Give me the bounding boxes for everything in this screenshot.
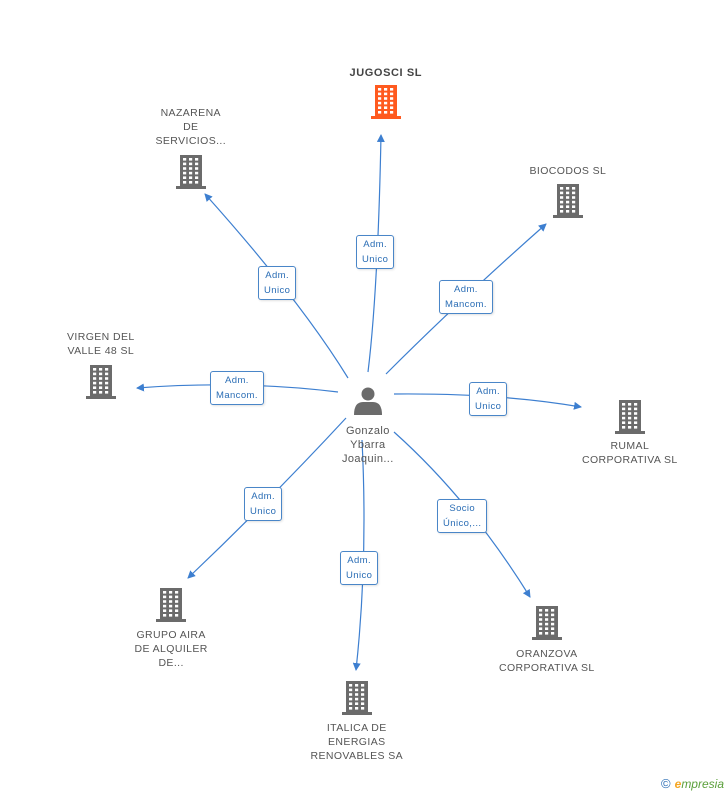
- edges-layer: [136, 134, 582, 671]
- edge-label-line: Unico: [346, 570, 373, 581]
- node-label-line: Ybarra: [350, 439, 386, 451]
- edge-label-line: Adm.: [347, 555, 372, 566]
- edge-label-line: Adm.: [363, 239, 388, 250]
- building-icon-rumal[interactable]: [615, 400, 645, 434]
- company-label-nazarena[interactable]: NAZARENA DE SERVICIOS...: [156, 106, 227, 148]
- footer-brand[interactable]: ©empresia: [661, 776, 724, 791]
- building-icon-biocodos[interactable]: [553, 184, 583, 218]
- edge-label-line: Mancom.: [445, 299, 487, 310]
- edge-label-line: Adm.: [454, 284, 478, 295]
- node-label-line: DE ALQUILER: [134, 643, 208, 655]
- person-icon[interactable]: [354, 387, 382, 416]
- company-label-italica[interactable]: ITALICA DE ENERGIAS RENOVABLES SA: [311, 721, 404, 763]
- node-label-line: VIRGEN DEL: [67, 331, 135, 343]
- company-label-virgen[interactable]: VIRGEN DEL VALLE 48 SL: [67, 330, 135, 358]
- node-label-line: GRUPO AIRA: [136, 629, 206, 641]
- node-label-line: DE: [183, 121, 199, 133]
- node-label-line: ORANZOVA: [516, 648, 578, 660]
- node-label-line: RENOVABLES SA: [310, 750, 404, 762]
- edge-label-grupo-aira[interactable]: Adm. Unico: [244, 487, 283, 521]
- node-label-line: RUMAL: [610, 440, 650, 452]
- edge-label-rumal[interactable]: Adm. Unico: [469, 382, 508, 416]
- edge-label-line: Adm.: [225, 375, 249, 386]
- node-label-line: ENERGIAS: [328, 736, 386, 748]
- icons-layer: [86, 85, 645, 715]
- main-building-icon[interactable]: [371, 85, 401, 119]
- company-label-grupo-aira[interactable]: GRUPO AIRA DE ALQUILER DE...: [135, 628, 208, 670]
- node-label-line: ITALICA DE: [326, 722, 387, 734]
- building-icon-nazarena[interactable]: [176, 155, 206, 189]
- company-label-oranzova[interactable]: ORANZOVA CORPORATIVA SL: [499, 647, 595, 675]
- edge-label-italica[interactable]: Adm. Unico: [340, 551, 379, 585]
- edge-label-line: Adm.: [476, 386, 501, 397]
- node-label-line: CORPORATIVA SL: [582, 454, 678, 466]
- node-label-line: CORPORATIVA SL: [499, 662, 595, 674]
- main-company-label[interactable]: JUGOSCI SL: [349, 67, 423, 79]
- company-label-biocodos[interactable]: BIOCODOS SL: [530, 164, 607, 178]
- building-icon-italica[interactable]: [342, 681, 372, 715]
- node-label-line: DE...: [158, 657, 184, 669]
- edge-label-jugosci[interactable]: Adm. Unico: [356, 235, 395, 269]
- company-label-rumal[interactable]: RUMAL CORPORATIVA SL: [582, 439, 678, 467]
- brand-name: mpresia: [681, 777, 724, 791]
- edge-label-nazarena[interactable]: Adm. Unico: [258, 266, 297, 300]
- edge-label-line: Único,...: [443, 518, 482, 529]
- brand-initial: e: [674, 777, 682, 791]
- edge-label-line: Unico: [250, 506, 277, 517]
- building-icon-virgen[interactable]: [86, 365, 116, 399]
- edge-label-line: Unico: [264, 285, 291, 296]
- edge-label-line: Unico: [362, 254, 389, 265]
- building-icon-oranzova[interactable]: [532, 606, 562, 640]
- edge-label-line: Socio: [449, 503, 476, 514]
- edge-label-line: Adm.: [265, 270, 290, 281]
- edge-label-biocodos[interactable]: Adm. Mancom.: [439, 280, 493, 314]
- edge-label-line: Adm.: [251, 491, 276, 502]
- node-label-line: Gonzalo: [345, 425, 390, 437]
- edge-label-line: Mancom.: [216, 390, 258, 401]
- edge-label-virgen[interactable]: Adm. Mancom.: [210, 371, 264, 405]
- copyright-icon: ©: [661, 776, 671, 791]
- node-label-line: BIOCODOS SL: [529, 165, 607, 177]
- edge-label-line: Unico: [475, 401, 502, 412]
- building-icon-grupo-aira[interactable]: [156, 588, 186, 622]
- node-label-line: Joaquin...: [342, 453, 394, 465]
- node-label-line: NAZARENA: [160, 107, 221, 119]
- node-label-line: SERVICIOS...: [155, 135, 227, 147]
- edge-line-jugosci: [367, 134, 385, 373]
- node-label-line: VALLE 48 SL: [67, 345, 135, 357]
